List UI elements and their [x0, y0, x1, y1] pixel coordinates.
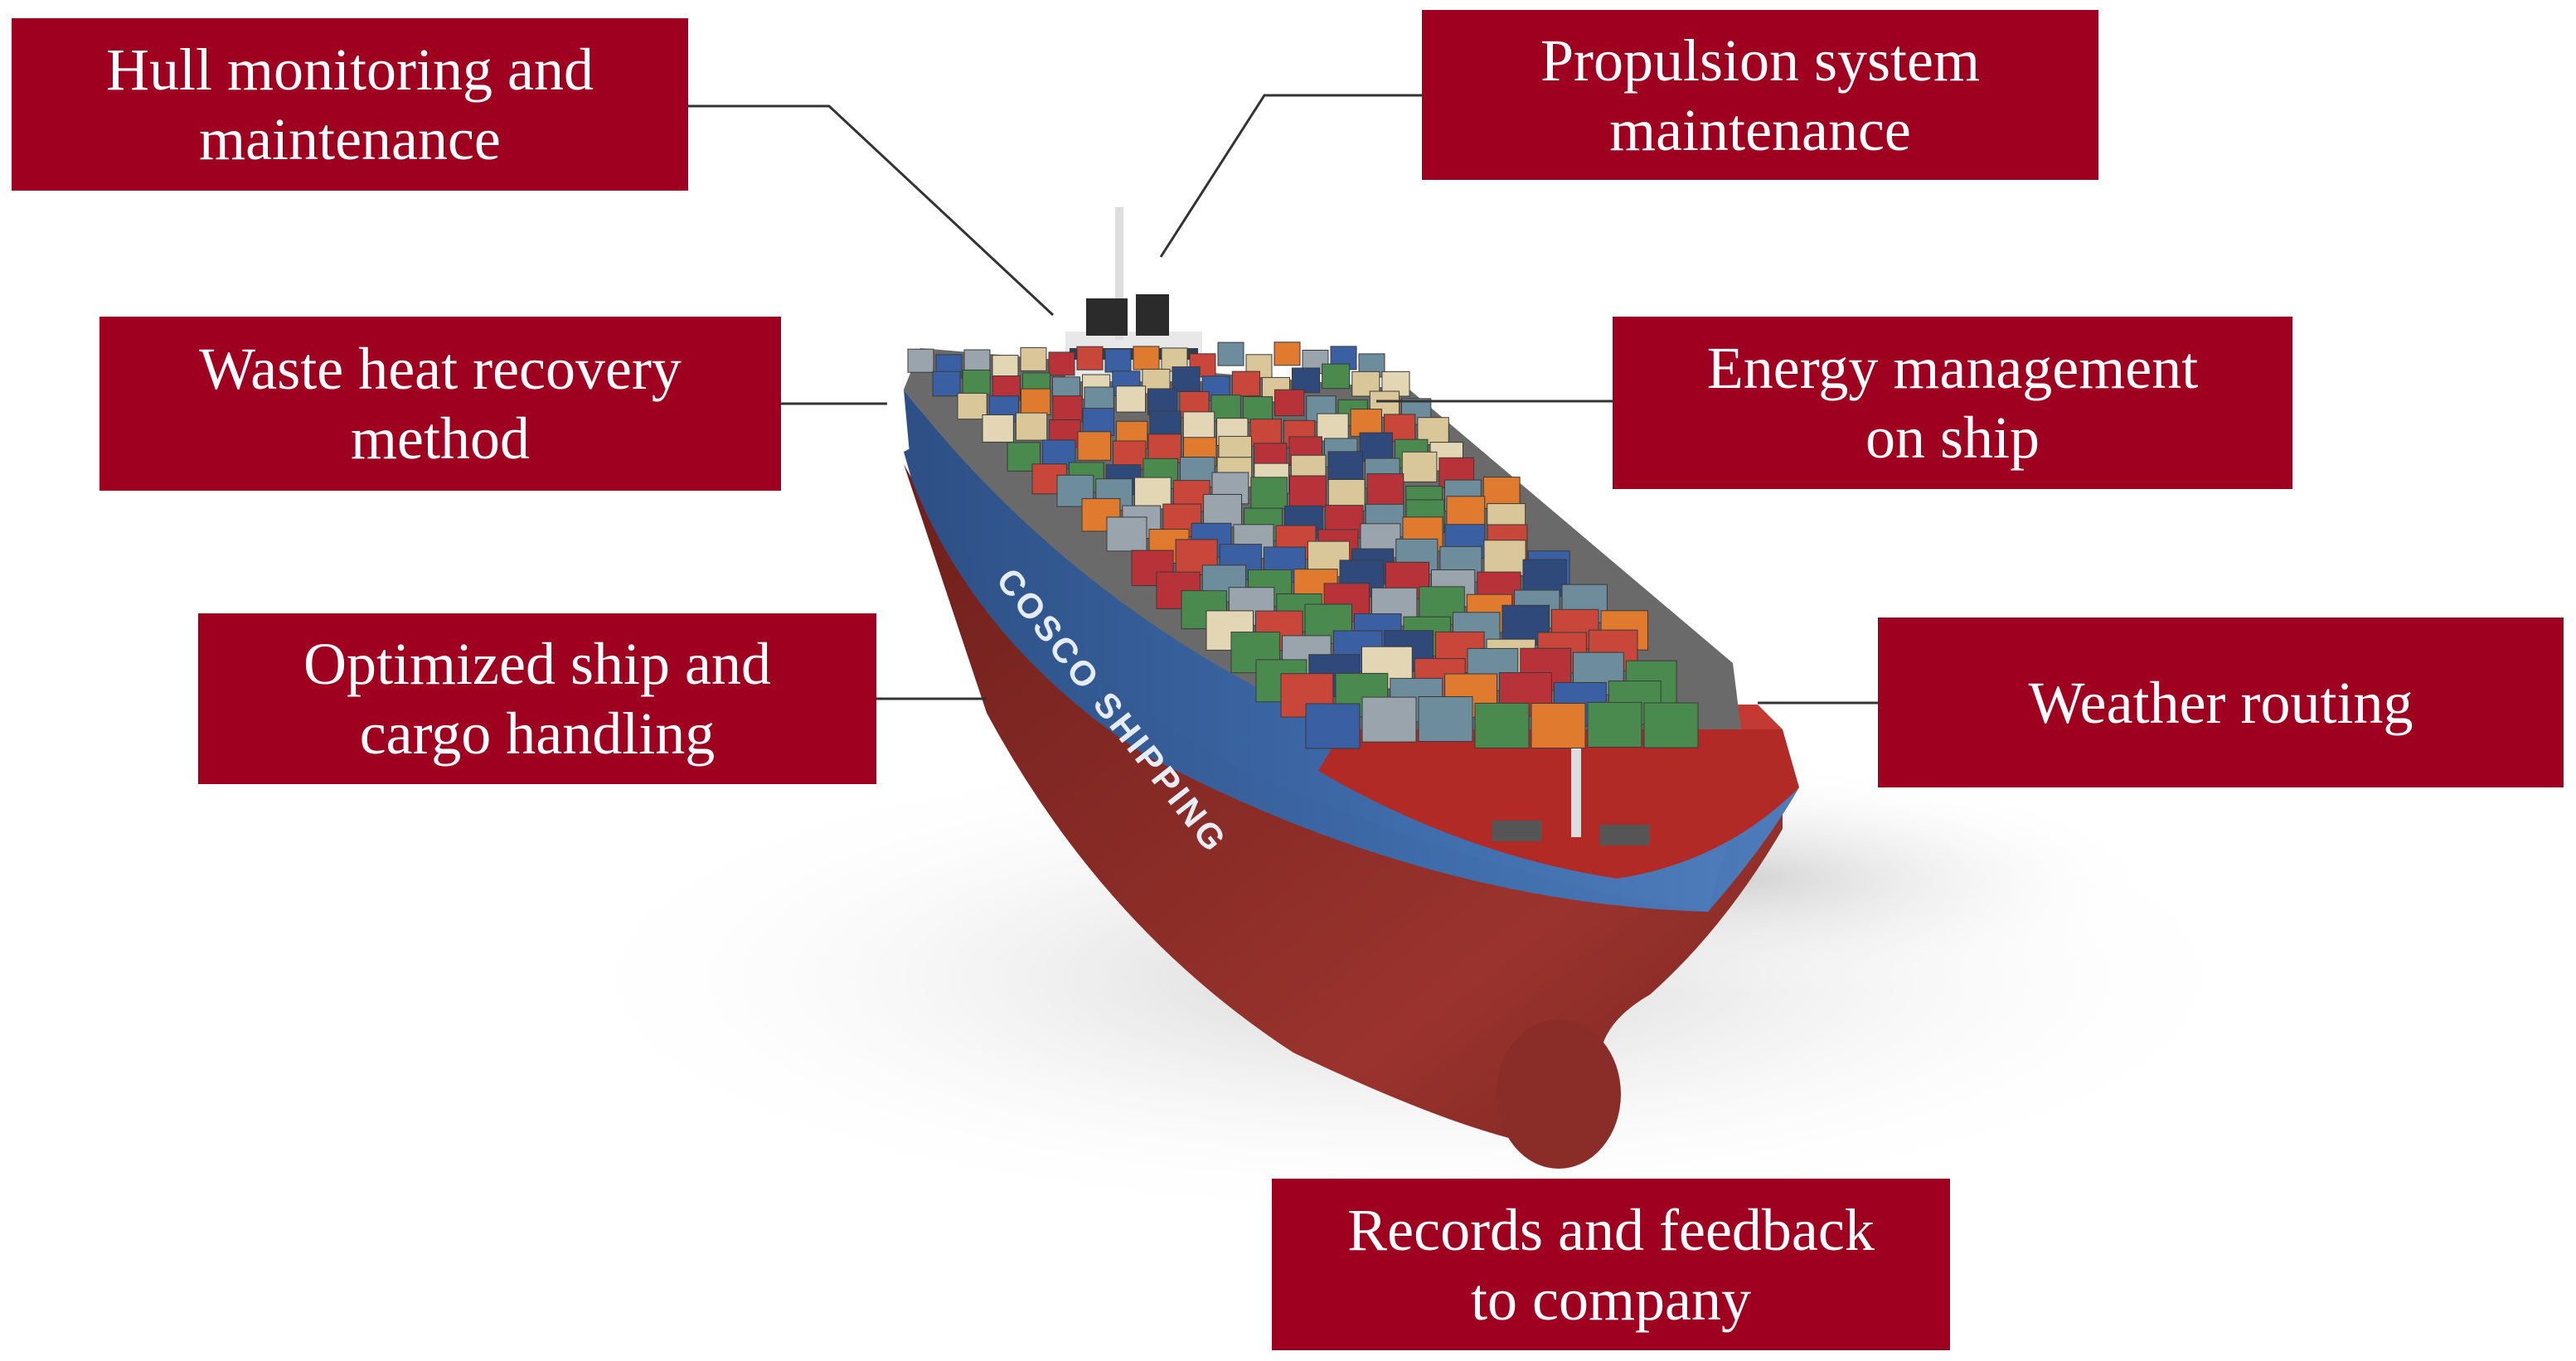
winch-2	[1600, 825, 1650, 845]
container-box	[957, 392, 987, 420]
container-box	[1182, 411, 1215, 440]
container-box	[1133, 346, 1160, 371]
label-cargo-line2: cargo handling	[359, 700, 716, 767]
container-box	[1203, 494, 1242, 528]
winch	[1492, 821, 1542, 841]
container-box	[1350, 409, 1382, 438]
container-box	[1082, 408, 1114, 437]
container-box	[1366, 473, 1404, 506]
label-weather-routing: Weather routing	[1878, 618, 2564, 787]
container-box	[982, 414, 1014, 443]
label-propulsion-line2: maintenance	[1609, 96, 1911, 163]
container-grid	[907, 341, 1699, 749]
label-weather-line1: Weather routing	[2028, 669, 2413, 736]
container-box	[1115, 385, 1147, 413]
forecastle	[1318, 729, 1799, 879]
container-box	[962, 369, 991, 395]
container-box	[907, 348, 934, 373]
container-box	[932, 371, 961, 397]
container-box	[1401, 451, 1438, 482]
label-energy-line1: Energy management	[1706, 335, 2199, 401]
container-box	[1322, 363, 1351, 390]
container-box	[1531, 703, 1586, 748]
container-box	[1292, 367, 1321, 394]
container-box	[1106, 516, 1147, 552]
container-box	[1015, 412, 1048, 441]
container-box	[1250, 477, 1288, 510]
label-propulsion-line1: Propulsion system	[1540, 27, 1981, 94]
container-box	[1418, 696, 1473, 742]
leader-lines	[688, 94, 1878, 705]
container-box	[1359, 432, 1393, 463]
container-box	[1134, 477, 1172, 510]
container-box	[1361, 696, 1417, 743]
funnel	[1086, 298, 1128, 336]
mast-main	[1115, 207, 1123, 340]
label-records-line1: Records and feedback	[1347, 1196, 1875, 1263]
container-box	[992, 355, 1019, 380]
label-hull-line2: maintenance	[199, 106, 501, 172]
container-box	[1020, 346, 1047, 371]
container-box	[1273, 341, 1301, 366]
container-box	[1217, 341, 1244, 366]
label-waste-heat-line1: Waste heat recovery	[199, 336, 682, 402]
container-box	[1076, 346, 1104, 371]
container-box	[1305, 703, 1361, 749]
container-box	[1052, 395, 1083, 423]
container-box	[1048, 351, 1075, 376]
funnel-2	[1136, 294, 1169, 336]
container-box	[1172, 366, 1201, 392]
container-box	[1643, 702, 1699, 748]
label-cargo-line1: Optimized ship and	[303, 631, 771, 697]
container-box	[1483, 540, 1526, 576]
container-box	[1587, 701, 1642, 748]
leader-line-propulsion	[1159, 94, 1422, 258]
container-box	[1474, 702, 1530, 748]
container-box	[1249, 419, 1282, 448]
container-box	[1231, 371, 1260, 397]
label-hull-line1: Hull monitoring and	[106, 36, 594, 103]
container-box	[1327, 451, 1364, 482]
bulbous-bow	[1497, 1020, 1621, 1169]
container-box	[1104, 348, 1132, 373]
label-energy-line2: on ship	[1865, 404, 2040, 471]
container-box	[1289, 475, 1327, 508]
container-box	[1274, 389, 1305, 417]
label-waste-heat-line2: method	[351, 405, 530, 472]
container-box	[1077, 431, 1111, 461]
container-box	[1210, 395, 1241, 422]
container-box	[1446, 496, 1486, 530]
leader-line-hull	[688, 104, 1055, 317]
container-box	[1021, 388, 1051, 415]
container-box	[963, 349, 991, 374]
label-records-line2: to company	[1471, 1266, 1751, 1333]
